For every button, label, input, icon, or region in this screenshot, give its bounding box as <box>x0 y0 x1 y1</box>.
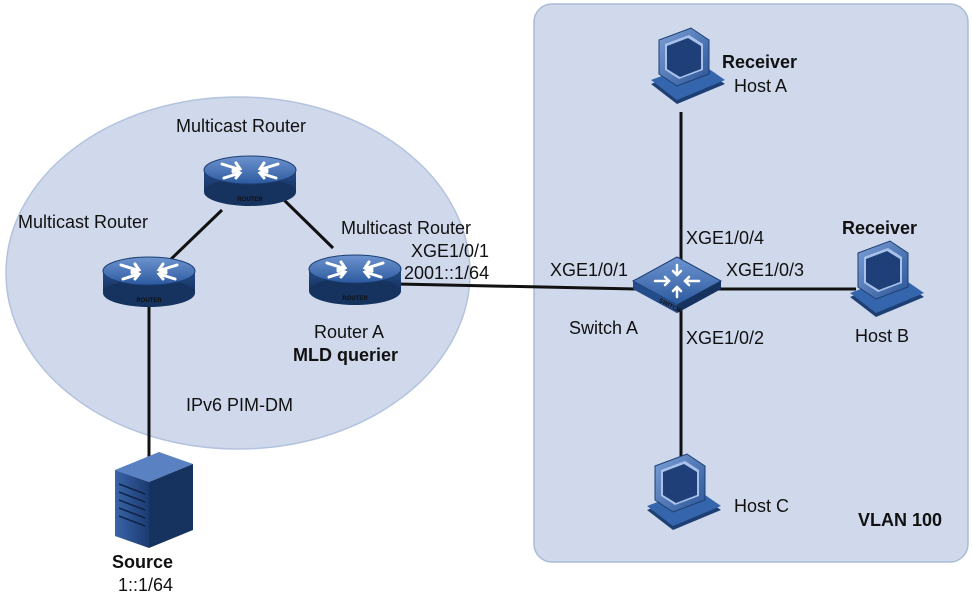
router-a[interactable]: ROUTER <box>308 254 402 305</box>
links <box>147 112 856 464</box>
host-c-name: Host C <box>734 496 789 516</box>
switch-name: Switch A <box>569 318 638 338</box>
source-address: 1::1/64 <box>118 575 173 595</box>
router-a-name: Router A <box>314 322 384 342</box>
link-top-router-a <box>280 196 335 250</box>
switch-port-2: XGE1/0/2 <box>686 328 764 348</box>
router-badge: ROUTER <box>237 197 263 203</box>
link-router-a-switch <box>397 282 637 291</box>
switch-port-1: XGE1/0/1 <box>550 260 628 280</box>
router-a-address: 2001::1/64 <box>404 263 489 283</box>
pim-dm-label: IPv6 PIM-DM <box>186 395 293 415</box>
link-top-left-router <box>166 208 224 264</box>
router-a-port: XGE1/0/1 <box>411 241 489 261</box>
switch-port-3: XGE1/0/3 <box>726 260 804 280</box>
host-a-role: Receiver <box>722 52 797 72</box>
switch-port-4: XGE1/0/4 <box>686 228 764 248</box>
host-b-name: Host B <box>855 326 909 346</box>
switch-a[interactable]: SWITCH <box>631 256 723 314</box>
source-server[interactable] <box>115 452 193 548</box>
left-router[interactable]: ROUTER <box>102 256 196 307</box>
source-name: Source <box>112 552 173 572</box>
switch-arrows-icon <box>653 263 701 299</box>
top-router-title: Multicast Router <box>176 116 306 136</box>
vlan-region <box>533 3 969 563</box>
left-router-title: Multicast Router <box>18 212 148 232</box>
host-b[interactable] <box>850 240 924 317</box>
router-a-role: MLD querier <box>293 345 398 365</box>
host-a-name: Host A <box>734 76 787 96</box>
vlan-label: VLAN 100 <box>858 510 942 530</box>
router-arrows-icon <box>325 260 385 279</box>
router-arrows-icon <box>119 262 179 281</box>
host-b-role: Receiver <box>842 218 917 238</box>
router-a-title: Multicast Router <box>341 218 471 238</box>
router-badge: ROUTER <box>342 296 368 302</box>
host-c[interactable] <box>647 453 721 530</box>
top-router[interactable]: ROUTER <box>203 155 297 206</box>
router-badge: ROUTER <box>136 298 162 304</box>
router-arrows-icon <box>220 161 280 180</box>
pim-dm-region <box>5 96 471 450</box>
host-a[interactable] <box>651 27 725 104</box>
server-icon <box>118 483 146 527</box>
